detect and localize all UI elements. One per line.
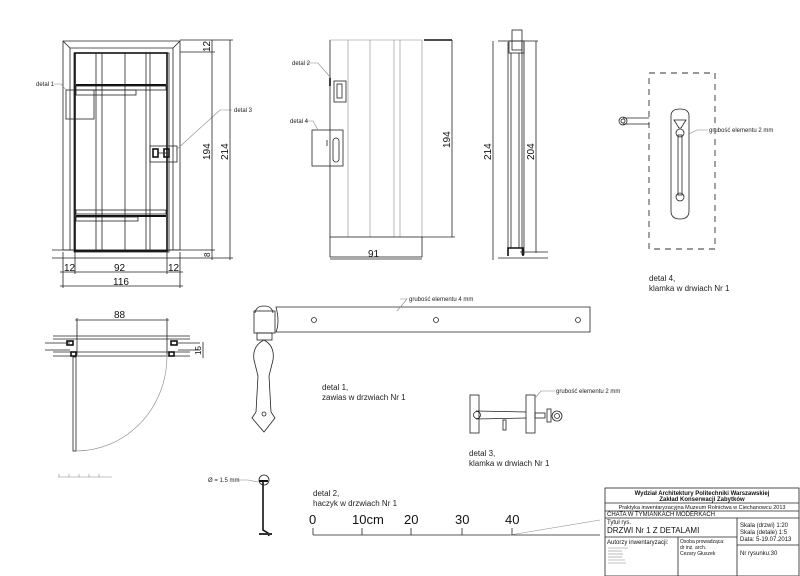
scale-tick-10: 10cm <box>352 512 384 527</box>
door-plan: 88 15 <box>45 310 204 478</box>
detail-1-hinge: grubość elementu 4 mm detal 1, zawias w … <box>251 297 591 433</box>
detail-3-latch: grubość elementu 2 mm detal 3, klamka w … <box>469 389 620 468</box>
label-detail-4: detal 4 <box>290 119 309 125</box>
label-detail-3: detal 3 <box>234 108 253 114</box>
tb-supervisor-label: Osoba prowadząca: <box>680 539 724 545</box>
dim-section-214: 214 <box>483 143 494 160</box>
tb-faculty: Wydział Architektury Politechniki Warsza… <box>635 491 770 497</box>
scale-tick-0: 0 <box>309 512 316 527</box>
door-back-view: 91 194 detal 2 detal 4 <box>290 39 455 260</box>
scale-bar: 0 10cm 20 30 40 <box>309 512 601 536</box>
dim-section-204: 204 <box>526 143 537 160</box>
detail-1-note: grubość elementu 4 mm <box>409 297 473 303</box>
tb-supervisor-name: Cezary Głuszek <box>680 551 716 557</box>
dim-top-12: 12 <box>202 40 213 52</box>
scale-tick-20: 20 <box>404 512 418 527</box>
label-detail-1: detal 1 <box>36 82 55 88</box>
detail-4-handle: grubość elementu 2 mm detal 4, klamka w … <box>618 72 773 293</box>
tb-practice: Praktyka inwentaryzacyjna Muzeum Rolnict… <box>619 505 786 511</box>
tb-department: Zakład Konserwacji Zabytków <box>659 497 745 503</box>
door-section: 214 204 <box>483 29 548 260</box>
dim-plan-88: 88 <box>114 310 126 321</box>
tb-title-label: Tytuł rys. <box>607 520 631 526</box>
tb-drawing-no: Nr rysunku:30 <box>740 551 778 557</box>
title-block: Wydział Architektury Politechniki Warsza… <box>604 487 800 576</box>
detail-2-note: Ø = 1.5 mm <box>208 478 240 484</box>
scale-tick-30: 30 <box>455 512 469 527</box>
tb-date: Data: 5-19.07.2013 <box>740 537 792 543</box>
tb-scale-door: Skala (drzwi) 1:20 <box>740 523 789 529</box>
tb-building: CHATA W TYMIANKACH MODERKACH <box>607 512 715 518</box>
scale-tick-40: 40 <box>505 512 519 527</box>
label-detail-2: detal 2 <box>292 61 311 67</box>
dim-back-91: 91 <box>368 249 380 260</box>
detail-4-note: grubość elementu 2 mm <box>709 128 773 134</box>
detail-4-caption-1: detal 4, <box>649 274 675 283</box>
detail-3-caption-2: klamka w drwiach Nr 1 <box>469 459 550 468</box>
detail-4-caption-2: klamka w drwiach Nr 1 <box>649 284 730 293</box>
tb-supervisor-title: dr inż. arch. <box>680 545 706 551</box>
dim-left-12: 12 <box>64 263 76 274</box>
detail-2-caption-1: detal 2, <box>313 489 339 498</box>
detail-2-hook: Ø = 1.5 mm detal 2, haczyk w drzwiach Nr… <box>208 474 398 537</box>
door-elevation: detal 1 detal 3 12 92 12 116 12 194 214 … <box>36 39 253 288</box>
dim-door-194: 194 <box>202 143 213 160</box>
tb-scale-details: Skala (detale) 1:5 <box>740 530 788 536</box>
dim-inner-92: 92 <box>114 263 126 274</box>
detail-1-caption-2: zawias w drzwiach Nr 1 <box>322 393 406 402</box>
detail-3-caption-1: detal 3, <box>469 449 495 458</box>
dim-bottom-8: 8 <box>203 252 212 257</box>
dim-total-214: 214 <box>220 143 231 160</box>
dim-right-12: 12 <box>168 263 180 274</box>
tb-title: DRZWI Nr 1 Z DETALAMI <box>607 526 699 535</box>
dim-plan-15: 15 <box>194 346 203 355</box>
dim-back-194: 194 <box>442 131 453 148</box>
dim-total-116: 116 <box>113 277 129 288</box>
detail-2-caption-2: haczyk w drzwiach Nr 1 <box>313 499 398 508</box>
detail-1-caption-1: detal 1, <box>322 383 348 392</box>
tb-authors-label: Autorzy inwentaryzacji: <box>607 540 669 546</box>
detail-3-note: grubość elementu 2 mm <box>556 389 620 395</box>
tb-author-names <box>608 547 628 564</box>
